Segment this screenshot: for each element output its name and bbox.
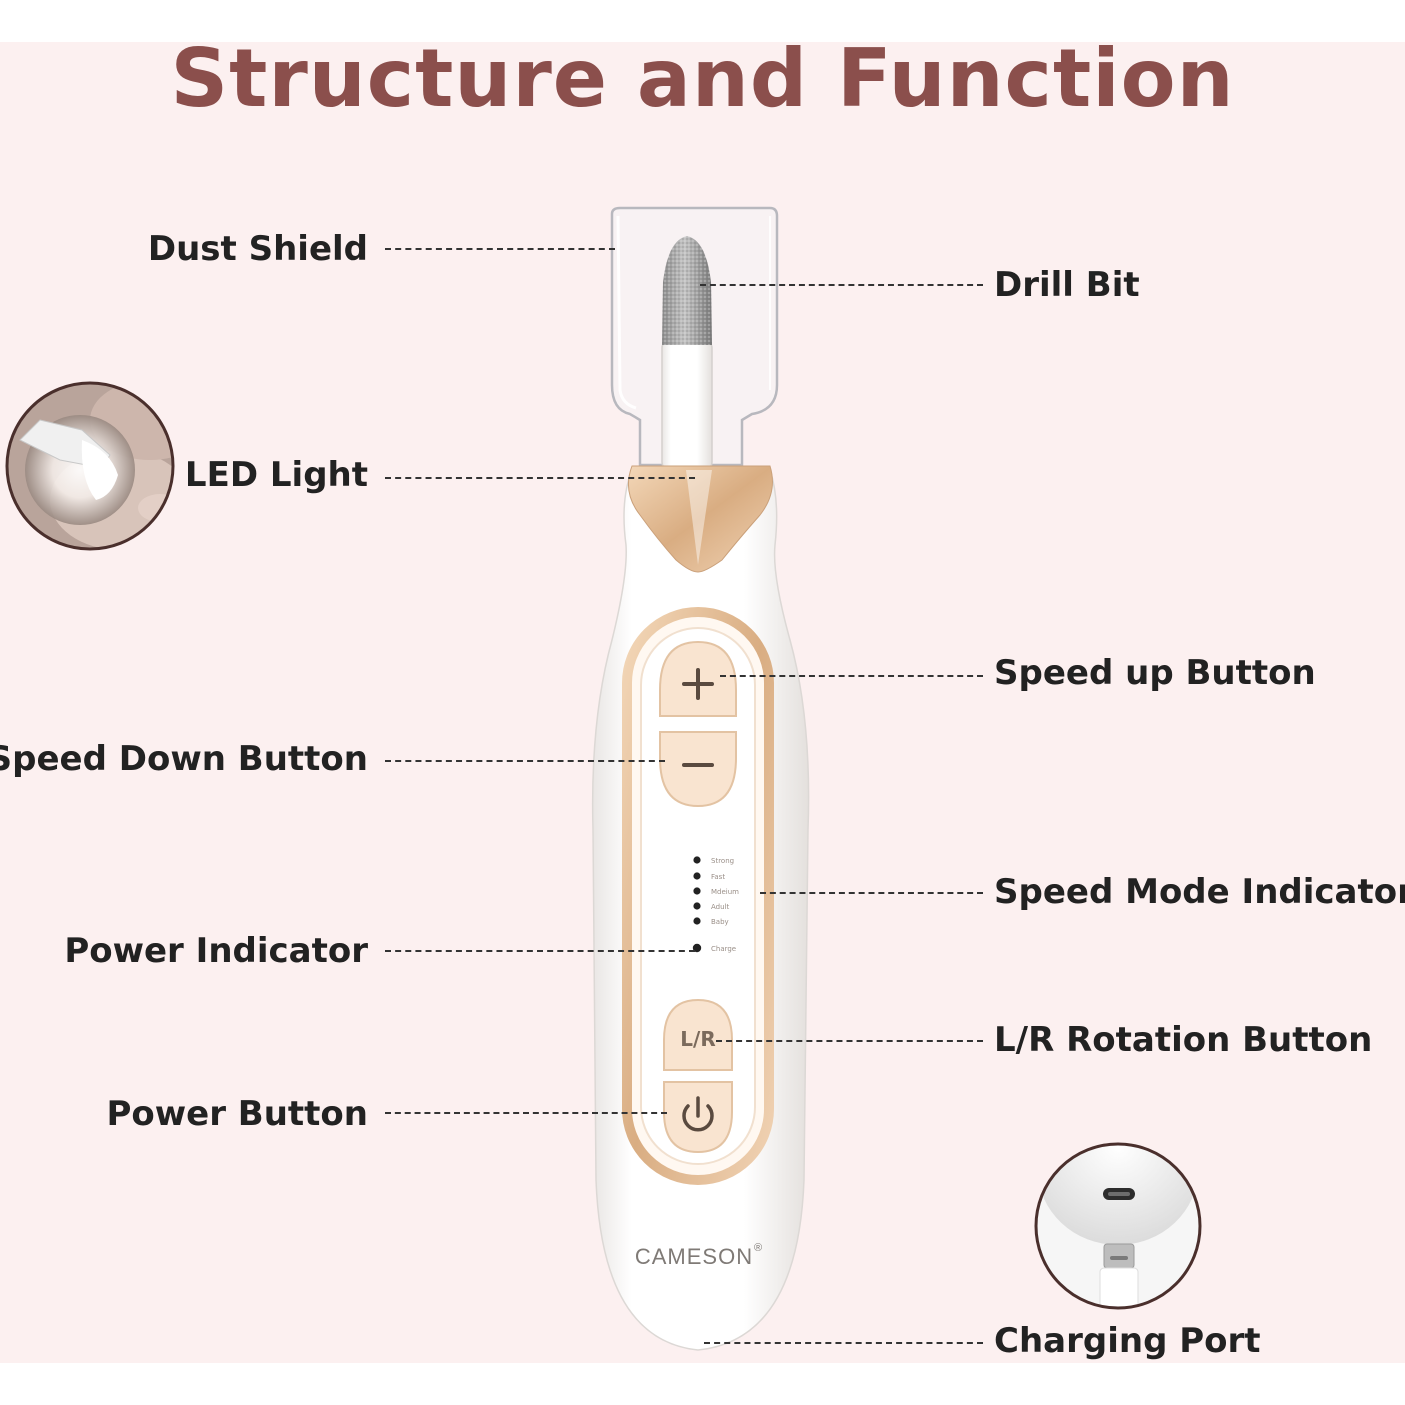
label-power-indicator: Power Indicator — [64, 931, 368, 971]
brand-name: CAMESON — [635, 1244, 753, 1269]
mode-label-baby: Baby — [711, 918, 729, 926]
power-button[interactable] — [663, 1081, 733, 1154]
mode-label-medium: Mdeium — [711, 888, 739, 896]
speed-up-button[interactable] — [659, 640, 737, 717]
mode-dot — [693, 872, 701, 880]
label-charging-port: Charging Port — [994, 1321, 1261, 1361]
mode-dot — [693, 856, 701, 864]
label-speed-down-button: Speed Down Button — [0, 739, 368, 779]
brand-logo: CAMESON ® — [635, 1242, 762, 1269]
usb-c-icon — [1103, 1188, 1135, 1200]
label-led-light: LED Light — [184, 455, 368, 495]
leader-led-light — [385, 477, 695, 479]
mode-label-adult: Adult — [711, 903, 729, 911]
charging-port-inset — [1034, 1142, 1202, 1310]
leader-power-indicator — [385, 950, 695, 952]
speed-down-button[interactable] — [659, 731, 737, 808]
mode-dot — [693, 917, 701, 925]
label-speed-mode-indicator: Speed Mode Indicator — [994, 872, 1405, 912]
label-power-button: Power Button — [106, 1094, 368, 1134]
brand-registered-mark: ® — [754, 1242, 762, 1254]
charge-label: Charge — [711, 945, 736, 953]
leader-lr-rotation — [716, 1040, 983, 1042]
leader-power-button — [385, 1112, 667, 1114]
leader-dust-shield — [385, 248, 615, 250]
leader-charging-port — [704, 1342, 983, 1344]
lr-button-label: L/R — [680, 1027, 715, 1051]
mode-dot — [693, 887, 701, 895]
mode-label-fast: Fast — [711, 873, 725, 881]
lr-rotation-button[interactable]: L/R — [663, 998, 733, 1071]
page-title: Structure and Function — [170, 32, 1235, 125]
mode-dot — [693, 902, 701, 910]
leader-speed-mode — [760, 892, 983, 894]
mode-label-strong: Strong — [711, 857, 734, 865]
led-light-inset — [5, 381, 175, 551]
speed-mode-indicator: Strong Fast Mdeium Adult Baby — [693, 856, 739, 926]
drill-bit — [662, 236, 712, 345]
leader-drill-bit — [700, 284, 983, 286]
label-drill-bit: Drill Bit — [994, 265, 1140, 305]
label-lr-rotation-button: L/R Rotation Button — [994, 1020, 1373, 1060]
leader-speed-down — [385, 760, 665, 762]
label-dust-shield: Dust Shield — [147, 229, 368, 269]
led-collar — [627, 465, 773, 573]
power-icon — [682, 1096, 714, 1132]
label-speed-up-button: Speed up Button — [994, 653, 1316, 693]
leader-speed-up — [720, 675, 983, 677]
drill-shaft — [661, 339, 713, 471]
